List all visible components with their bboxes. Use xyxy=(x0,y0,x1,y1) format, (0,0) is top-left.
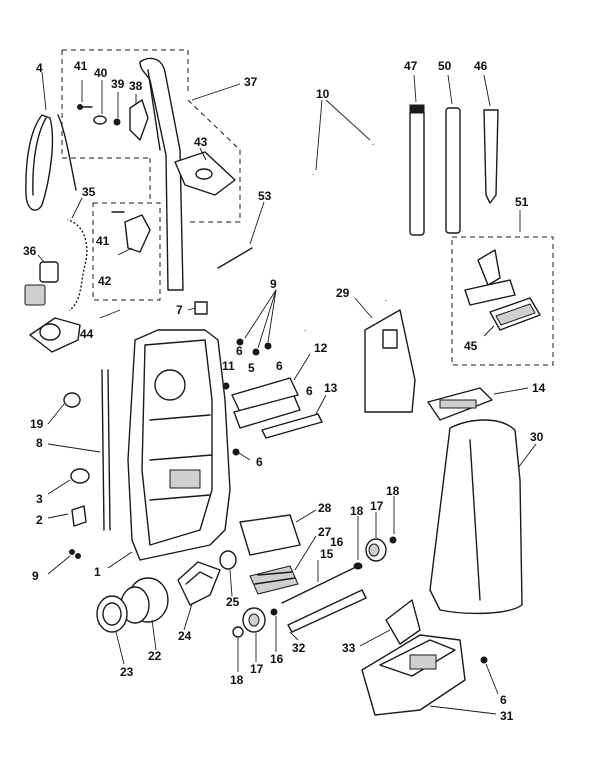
label-36: 36 xyxy=(23,244,37,258)
label-15: 15 xyxy=(320,547,334,561)
wheel-right xyxy=(353,496,397,570)
base-unit xyxy=(361,634,497,716)
extension-wands xyxy=(409,74,499,236)
label-44: 44 xyxy=(80,327,94,341)
hose-holder-box xyxy=(92,202,161,301)
label-17a: 17 xyxy=(370,499,384,513)
label-19: 19 xyxy=(30,417,44,431)
label-13: 13 xyxy=(324,381,338,395)
label-9b: 9 xyxy=(32,569,39,583)
label-4: 4 xyxy=(36,61,43,75)
label-50: 50 xyxy=(438,59,452,73)
label-1: 1 xyxy=(94,565,101,579)
motor xyxy=(120,577,169,651)
label-5: 5 xyxy=(248,361,255,375)
axle-rod xyxy=(281,560,359,604)
label-6d: 6 xyxy=(256,455,263,469)
label-46: 46 xyxy=(474,59,488,73)
body-fasteners xyxy=(187,289,277,461)
roller-bar xyxy=(261,394,327,439)
label-18b: 18 xyxy=(386,484,400,498)
label-8: 8 xyxy=(36,436,43,450)
label-29: 29 xyxy=(336,286,350,300)
hose-adapter xyxy=(29,309,121,353)
label-31: 31 xyxy=(500,709,514,723)
label-2: 2 xyxy=(36,513,43,527)
label-47: 47 xyxy=(404,59,418,73)
label-38: 38 xyxy=(129,79,143,93)
label-6c: 6 xyxy=(306,384,313,398)
label-40: 40 xyxy=(94,66,108,80)
label-16a: 16 xyxy=(330,535,344,549)
base-screw xyxy=(480,656,499,695)
bumper xyxy=(427,387,529,421)
attachment-tools xyxy=(464,210,541,337)
handle-assembly-box xyxy=(61,49,241,223)
label-35: 35 xyxy=(82,185,96,199)
label-51: 51 xyxy=(515,195,529,209)
label-41a: 41 xyxy=(74,59,88,73)
filter-grid-27 xyxy=(249,535,317,595)
label-9a: 9 xyxy=(270,277,277,291)
wands-10 xyxy=(301,99,388,331)
motor-washer xyxy=(219,550,237,597)
label-33: 33 xyxy=(342,641,356,655)
label-45: 45 xyxy=(464,339,478,353)
label-17b: 17 xyxy=(250,662,264,676)
label-27: 27 xyxy=(318,525,332,539)
label-22: 22 xyxy=(148,649,162,663)
label-10: 10 xyxy=(316,87,330,101)
label-42: 42 xyxy=(98,274,112,288)
hose-cuff xyxy=(24,254,59,306)
label-25: 25 xyxy=(226,595,240,609)
back-plate xyxy=(354,297,416,413)
cord-wrap-strap xyxy=(217,201,265,269)
label-12: 12 xyxy=(314,341,328,355)
label-37: 37 xyxy=(244,75,258,89)
motor-bracket xyxy=(231,353,311,429)
label-6a: 6 xyxy=(236,344,243,358)
label-7: 7 xyxy=(176,303,183,317)
motor-sleeve xyxy=(177,561,221,631)
label-41b: 41 xyxy=(96,234,110,248)
part-labels: 4 41 40 39 38 37 43 35 36 41 42 44 53 10… xyxy=(23,59,546,723)
label-30: 30 xyxy=(530,430,544,444)
label-6e: 6 xyxy=(500,693,507,707)
label-43: 43 xyxy=(194,135,208,149)
label-16b: 16 xyxy=(270,652,284,666)
label-24: 24 xyxy=(178,629,192,643)
roller-rod xyxy=(287,589,367,641)
label-53: 53 xyxy=(258,189,272,203)
base-door xyxy=(359,599,421,647)
label-6b: 6 xyxy=(276,359,283,373)
cord-hook xyxy=(174,147,236,196)
left-small-parts xyxy=(47,369,111,575)
motor-cap xyxy=(96,595,128,665)
handle-fasteners xyxy=(77,80,149,141)
label-39: 39 xyxy=(111,77,125,91)
hose-holder xyxy=(111,211,151,256)
main-housing xyxy=(107,329,231,569)
attachment-kit-box xyxy=(451,236,554,366)
label-28: 28 xyxy=(318,501,332,515)
label-23: 23 xyxy=(120,665,134,679)
handle-pole xyxy=(139,57,241,291)
hose xyxy=(67,197,89,312)
wheel-left xyxy=(232,607,278,672)
label-18c: 18 xyxy=(230,673,244,687)
drive-belt xyxy=(25,71,77,211)
label-11: 11 xyxy=(222,359,235,373)
filter-28 xyxy=(239,509,317,556)
label-14: 14 xyxy=(532,381,546,395)
label-18a: 18 xyxy=(350,504,364,518)
label-3: 3 xyxy=(36,492,43,506)
outer-cover xyxy=(429,419,537,615)
label-32: 32 xyxy=(292,641,306,655)
